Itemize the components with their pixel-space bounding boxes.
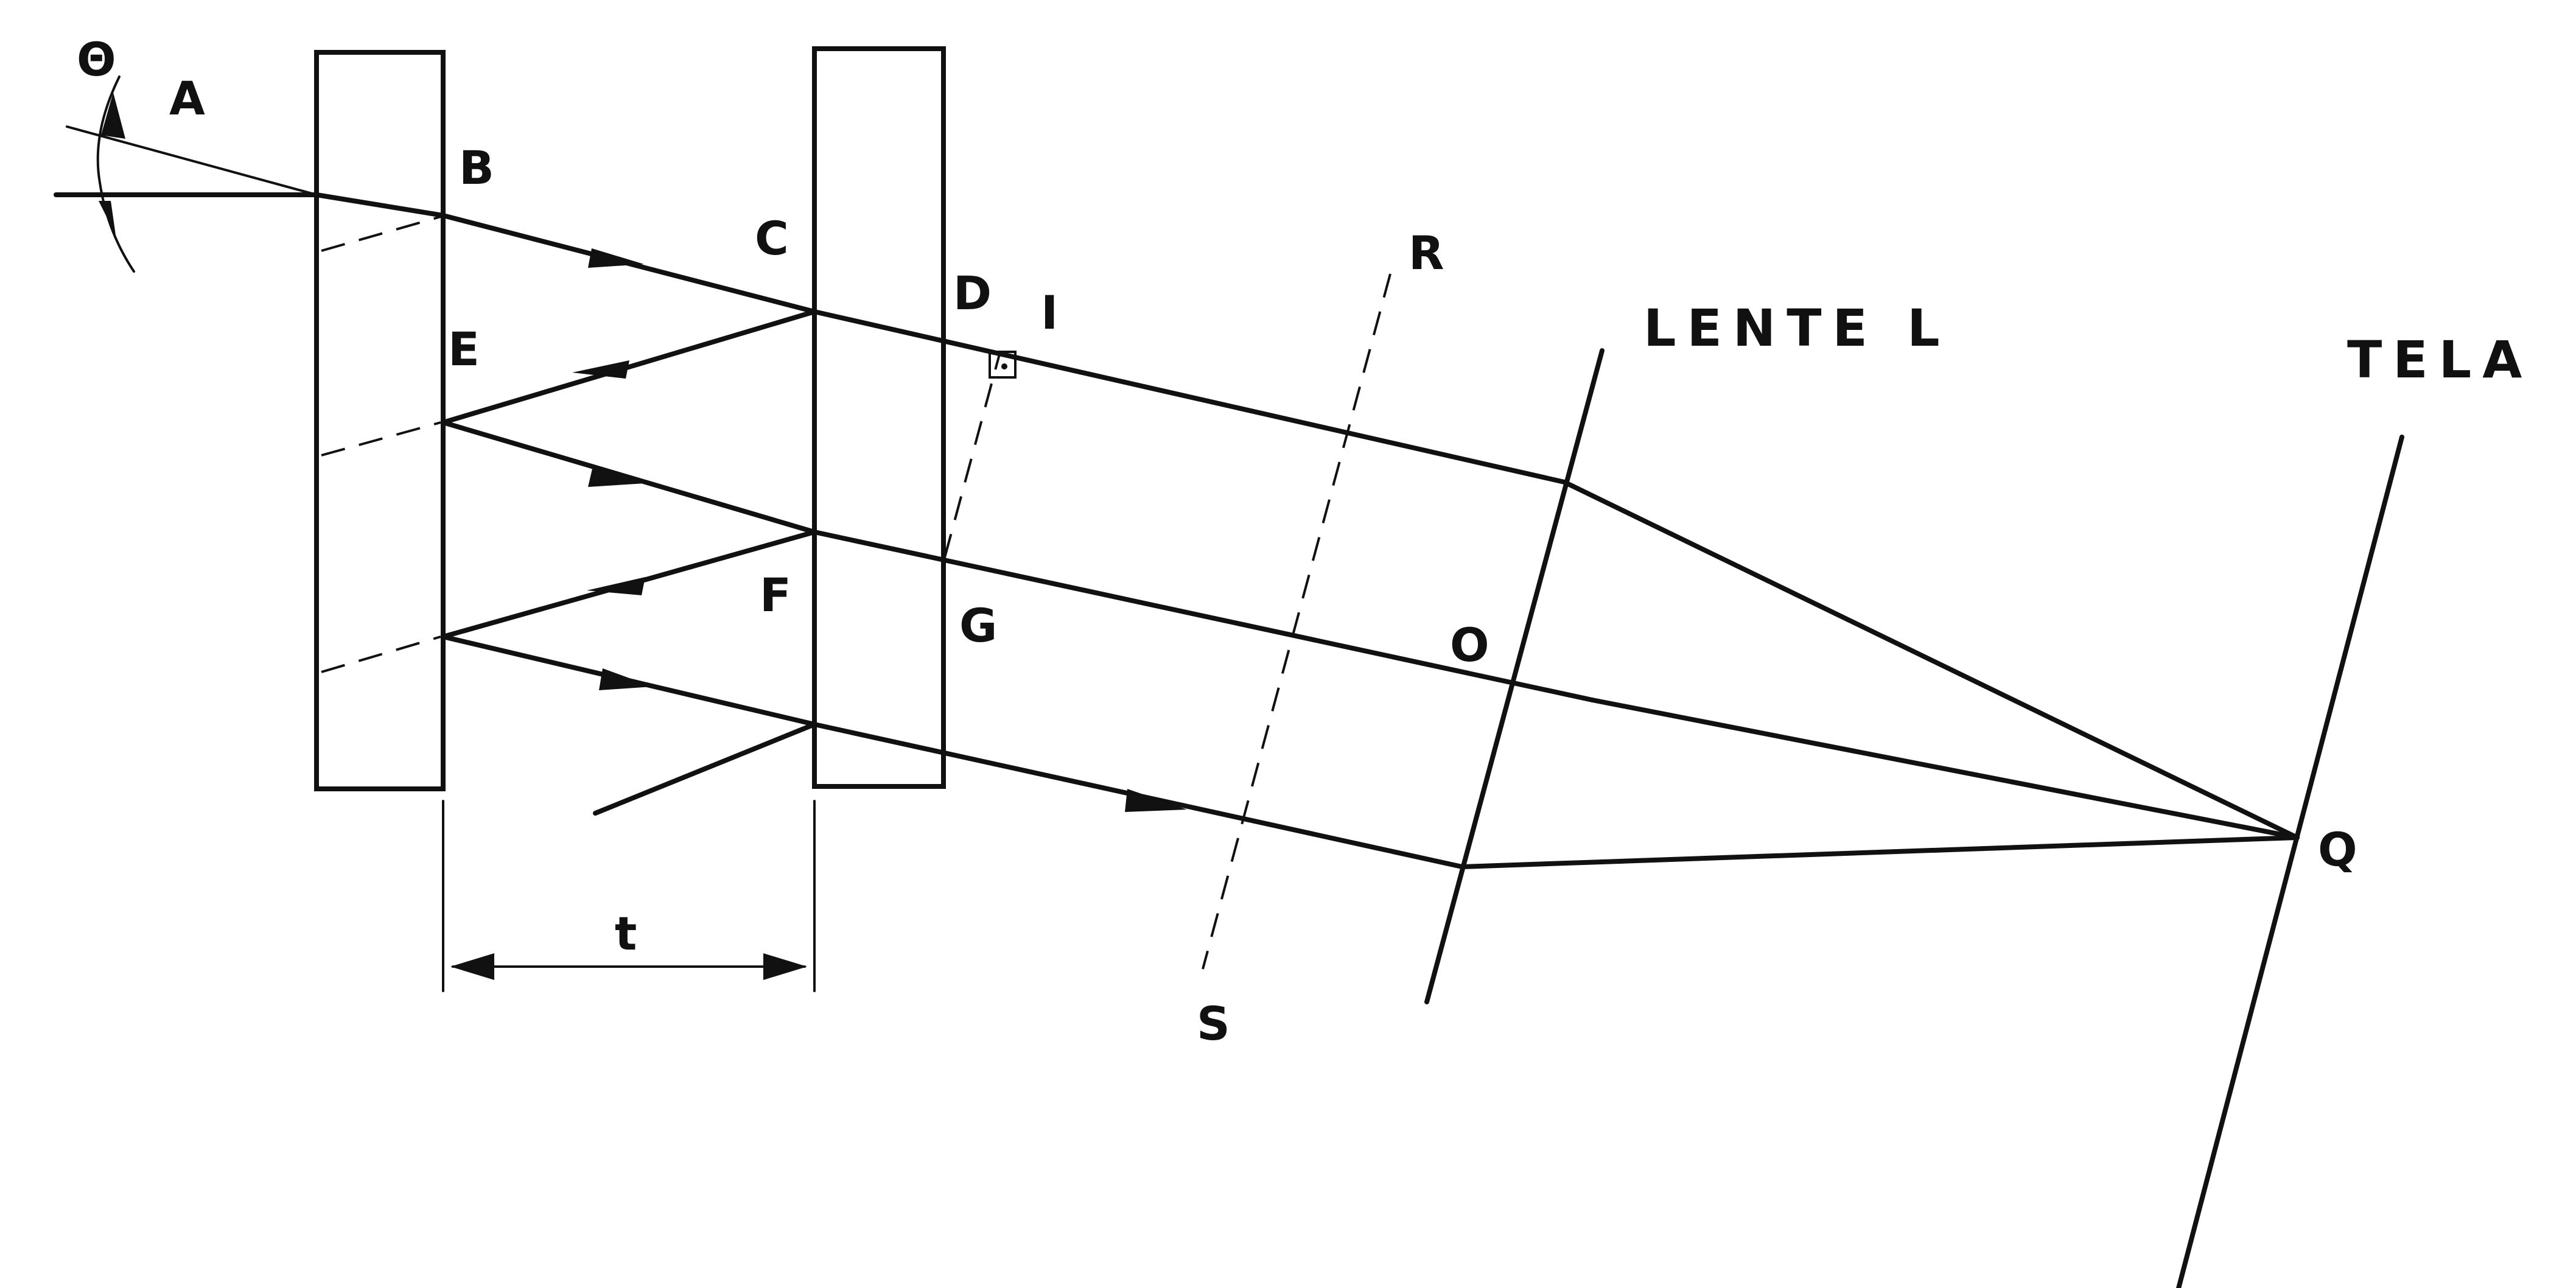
label-lens: LENTE L	[1643, 298, 1951, 358]
label-t: t	[615, 906, 639, 961]
label-c: C	[755, 211, 791, 265]
left-plate	[314, 50, 446, 791]
distance-arrow-left	[450, 953, 494, 980]
arrowhead-b-c	[588, 248, 644, 268]
left-plate-dash-1	[321, 215, 441, 252]
label-d: D	[953, 266, 994, 320]
incident-ray	[66, 125, 318, 196]
ray-e-to-f	[441, 420, 817, 534]
ray-c-to-e	[441, 309, 817, 425]
label-i: I	[1041, 285, 1060, 340]
focused-ray-1	[1562, 480, 2300, 840]
label-r: R	[1409, 226, 1447, 280]
label-b: B	[459, 141, 497, 195]
arrowhead-f-lower	[587, 577, 645, 595]
label-e: E	[448, 322, 482, 376]
arrowhead-output-ray	[1125, 789, 1187, 812]
theta-arrow-upper	[101, 93, 125, 139]
right-angle-dot	[1001, 363, 1007, 369]
transmitted-ray-2	[812, 530, 1595, 702]
right-angle-marker	[989, 351, 1017, 379]
transmitted-ray-1	[812, 309, 1567, 485]
theta-arrow-lower	[99, 201, 116, 235]
left-plate-dash-3	[321, 635, 441, 673]
arrowhead-c-e	[572, 360, 629, 379]
label-q: Q	[2318, 822, 2360, 877]
arrowhead-lower-ray	[599, 668, 653, 690]
distance-arrow-right	[763, 953, 807, 980]
label-o: O	[1450, 618, 1492, 672]
left-plate-dash-2	[321, 421, 441, 457]
arrowhead-e-f	[588, 466, 645, 487]
reference-line-rs	[1202, 273, 1391, 970]
label-g: G	[959, 598, 999, 653]
theta-angle-arc	[96, 75, 135, 273]
perpendicular-dashed	[943, 354, 1001, 558]
ray-leftward-residual	[593, 722, 817, 816]
label-a: A	[169, 71, 208, 125]
focused-ray-3	[1460, 835, 2300, 869]
label-f: F	[760, 568, 794, 622]
label-screen: TELA	[2347, 330, 2533, 390]
right-plate	[812, 46, 946, 789]
screen-line	[2176, 435, 2404, 1288]
lens-line	[1424, 348, 1605, 1004]
label-theta: Θ	[77, 32, 119, 86]
label-s: S	[1197, 996, 1233, 1051]
incident-ray-in-plate	[314, 192, 446, 218]
focused-ray-2	[1590, 698, 2300, 840]
